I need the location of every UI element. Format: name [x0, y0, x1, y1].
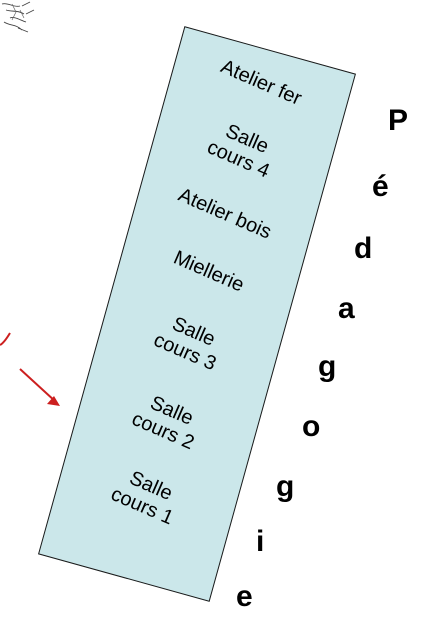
vertical-letter: d: [354, 232, 373, 265]
sketch-drawing-icon: [1, 1, 35, 33]
vertical-letter: e: [236, 580, 253, 613]
rooms-panel: Atelier fer Salle cours 4 Atelier bois M…: [38, 26, 356, 602]
vertical-letter: a: [338, 292, 355, 325]
vertical-letter: o: [302, 410, 321, 443]
vertical-letter: i: [256, 525, 265, 558]
vertical-letter: é: [372, 170, 389, 203]
vertical-letter: P: [388, 104, 409, 137]
vertical-letter: g: [318, 350, 337, 383]
vertical-letter: g: [276, 470, 295, 503]
